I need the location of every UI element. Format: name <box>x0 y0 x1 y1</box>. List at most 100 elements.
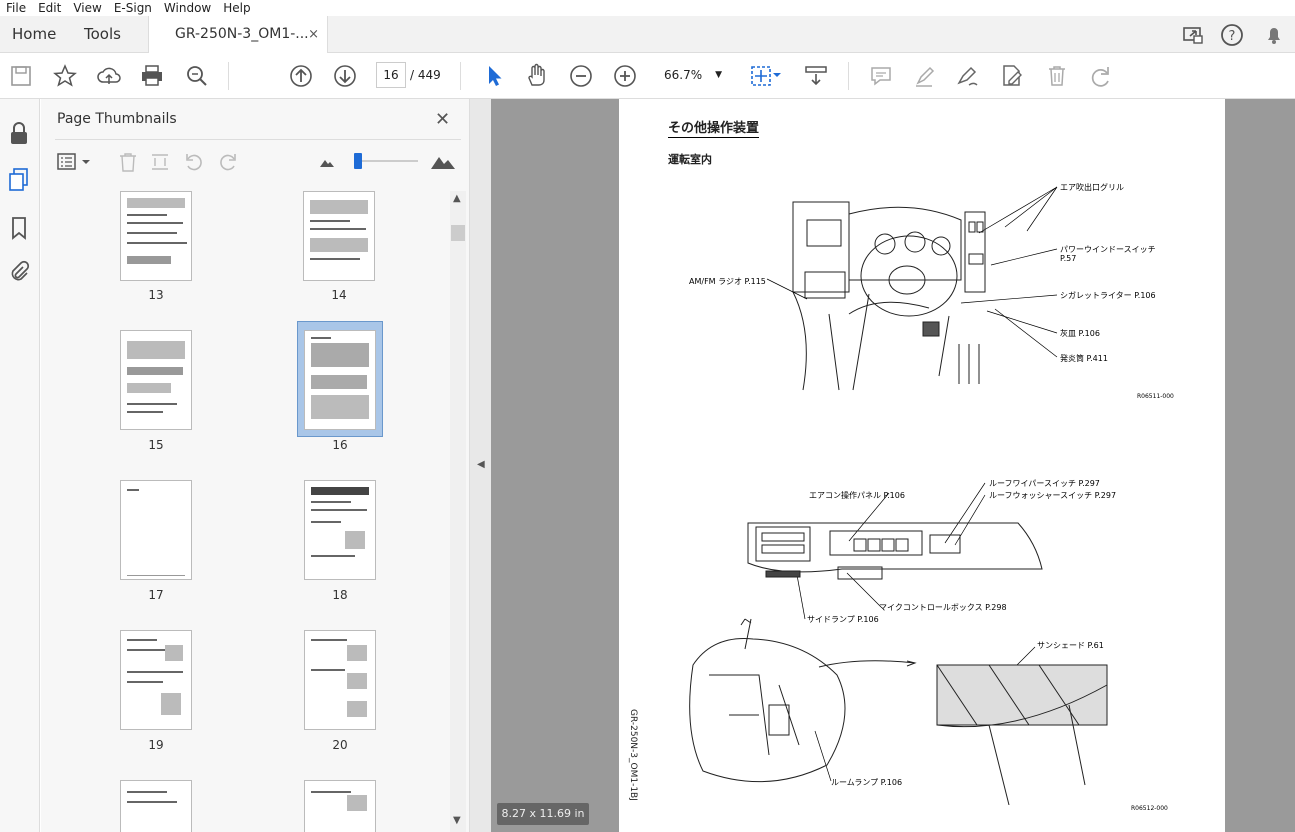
rotate-ccw-icon[interactable] <box>183 151 205 173</box>
label-power-window-page: P.57 <box>1060 254 1077 263</box>
thumbnail-label: 16 <box>332 438 348 452</box>
chevron-down-icon[interactable] <box>773 71 781 79</box>
thumbnail-page-15[interactable] <box>120 330 192 430</box>
page-number-input[interactable]: 16 <box>376 62 406 88</box>
label-cigarette-lighter: シガレットライター P.106 <box>1060 291 1156 300</box>
label-ashtray: 灰皿 P.106 <box>1060 329 1100 338</box>
cab-and-sunshade-illustration <box>689 618 1108 805</box>
zoom-level-select[interactable]: 66.7% ▼ <box>656 62 726 88</box>
close-panel-button[interactable]: ✕ <box>435 109 451 130</box>
delete-page-icon[interactable] <box>117 151 139 173</box>
thumbnail-page-22[interactable] <box>304 780 376 832</box>
thumbnail-page-21[interactable] <box>120 780 192 832</box>
page-total-count: 449 <box>417 68 441 82</box>
thumbnail-scrollbar[interactable]: ▲ ▼ <box>450 191 466 832</box>
divider <box>55 139 461 140</box>
tab-tools[interactable]: Tools <box>84 25 121 43</box>
tab-document[interactable]: GR-250N-3_OM1-... × <box>148 16 328 54</box>
thumbnail-page-16[interactable] <box>304 330 376 430</box>
label-air-grill: エア吹出口グリル <box>1060 183 1124 192</box>
main-toolbar: 16 / 449 66.7% ▼ <box>0 53 1295 99</box>
large-mountain-icon <box>431 157 455 169</box>
tab-home[interactable]: Home <box>12 25 57 43</box>
thumbnail-label: 17 <box>148 588 164 602</box>
page-thumbnails-icon[interactable] <box>8 167 30 193</box>
thumbnail-size-slider[interactable] <box>354 160 418 162</box>
menu-view[interactable]: View <box>73 1 102 15</box>
collapse-arrow-icon[interactable]: ◀ <box>477 459 485 470</box>
zoom-in-icon[interactable] <box>612 63 638 89</box>
share-screen-icon[interactable] <box>1180 22 1206 48</box>
thumbnail-label: 19 <box>148 738 164 752</box>
page-total: / 449 <box>410 62 441 88</box>
thumbnail-page-13[interactable] <box>120 191 192 281</box>
zoom-out-icon[interactable] <box>568 63 594 89</box>
label-roof-washer: ルーフウォッシャースイッチ P.297 <box>989 491 1117 500</box>
tab-document-label: GR-250N-3_OM1-... <box>175 26 309 42</box>
zoom-level-value: 66.7% <box>664 68 703 82</box>
left-rail <box>0 99 40 832</box>
chevron-down-icon: ▼ <box>715 70 722 80</box>
document-page: その他操作装置 運転室内 <box>619 99 1225 832</box>
thumbnails-panel: Page Thumbnails ✕ 13 14 15 16 <box>41 99 469 832</box>
page-heading: その他操作装置 <box>668 117 760 138</box>
document-side-id: GR-250N-3_OM1-1BJ <box>628 709 638 801</box>
select-cursor-icon[interactable] <box>481 63 507 89</box>
scroll-up-icon[interactable]: ▲ <box>453 193 461 204</box>
menu-esign[interactable]: E-Sign <box>113 1 152 15</box>
save-icon[interactable] <box>8 63 34 89</box>
comment-icon[interactable] <box>868 63 894 89</box>
label-aircon-panel: エアコン操作パネル P.106 <box>809 491 905 500</box>
tab-close-button[interactable]: × <box>308 27 319 42</box>
menu-edit[interactable]: Edit <box>38 1 62 15</box>
scrollbar-thumb[interactable] <box>451 225 465 241</box>
edit-document-icon[interactable] <box>999 63 1025 89</box>
svg-text:?: ? <box>1229 29 1236 44</box>
thumbnail-page-19[interactable] <box>120 630 192 730</box>
thumbnail-label: 15 <box>148 438 164 452</box>
label-roof-wiper: ルーフワイパースイッチ P.297 <box>989 479 1100 488</box>
scroll-mode-icon[interactable] <box>803 63 829 89</box>
thumbnail-page-17[interactable] <box>120 480 192 580</box>
extract-page-icon[interactable] <box>149 151 171 173</box>
highlight-pen-icon[interactable] <box>912 63 938 89</box>
delete-icon[interactable] <box>1044 63 1070 89</box>
print-icon[interactable] <box>139 63 165 89</box>
fit-page-icon[interactable] <box>748 63 774 89</box>
label-side-lamp: サイドランプ P.106 <box>807 615 879 624</box>
thumbnail-page-14[interactable] <box>303 191 375 281</box>
thumbnail-page-20[interactable] <box>304 630 376 730</box>
toolbar-divider <box>228 62 229 90</box>
previous-page-icon[interactable] <box>288 63 314 89</box>
toolbar-divider <box>848 62 849 90</box>
menu-file[interactable]: File <box>6 1 27 15</box>
label-am-fm-radio: AM/FM ラジオ P.115 <box>689 277 766 286</box>
tab-bar: Home Tools GR-250N-3_OM1-... × ? <box>0 16 1295 54</box>
page-subheading: 運転室内 <box>668 153 712 166</box>
slider-handle[interactable] <box>354 153 362 169</box>
star-icon[interactable] <box>52 63 78 89</box>
bell-icon[interactable] <box>1261 22 1287 48</box>
label-room-lamp: ルームランプ P.106 <box>831 778 903 787</box>
thumbnail-page-18[interactable] <box>304 480 376 580</box>
redo-icon[interactable] <box>1087 63 1113 89</box>
document-viewer[interactable]: その他操作装置 運転室内 <box>491 99 1295 832</box>
lock-icon[interactable] <box>8 121 30 147</box>
next-page-icon[interactable] <box>332 63 358 89</box>
menu-bar: File Edit View E-Sign Window Help <box>0 0 1295 16</box>
menu-window[interactable]: Window <box>163 1 212 15</box>
hand-tool-icon[interactable] <box>524 63 550 89</box>
scroll-down-icon[interactable]: ▼ <box>453 815 461 826</box>
upload-cloud-icon[interactable] <box>96 63 122 89</box>
menu-help[interactable]: Help <box>223 1 251 15</box>
zoom-search-icon[interactable] <box>184 63 210 89</box>
help-icon[interactable]: ? <box>1219 22 1245 48</box>
thumbnail-label: 14 <box>331 288 347 302</box>
collapse-panel-handle[interactable]: ◀ <box>469 99 491 832</box>
page-separator: / <box>410 68 415 82</box>
attachment-icon[interactable] <box>8 259 30 285</box>
bookmark-icon[interactable] <box>9 215 29 241</box>
rotate-cw-icon[interactable] <box>217 151 239 173</box>
thumbnail-options-icon[interactable] <box>56 151 92 173</box>
sign-pen-icon[interactable] <box>955 63 981 89</box>
